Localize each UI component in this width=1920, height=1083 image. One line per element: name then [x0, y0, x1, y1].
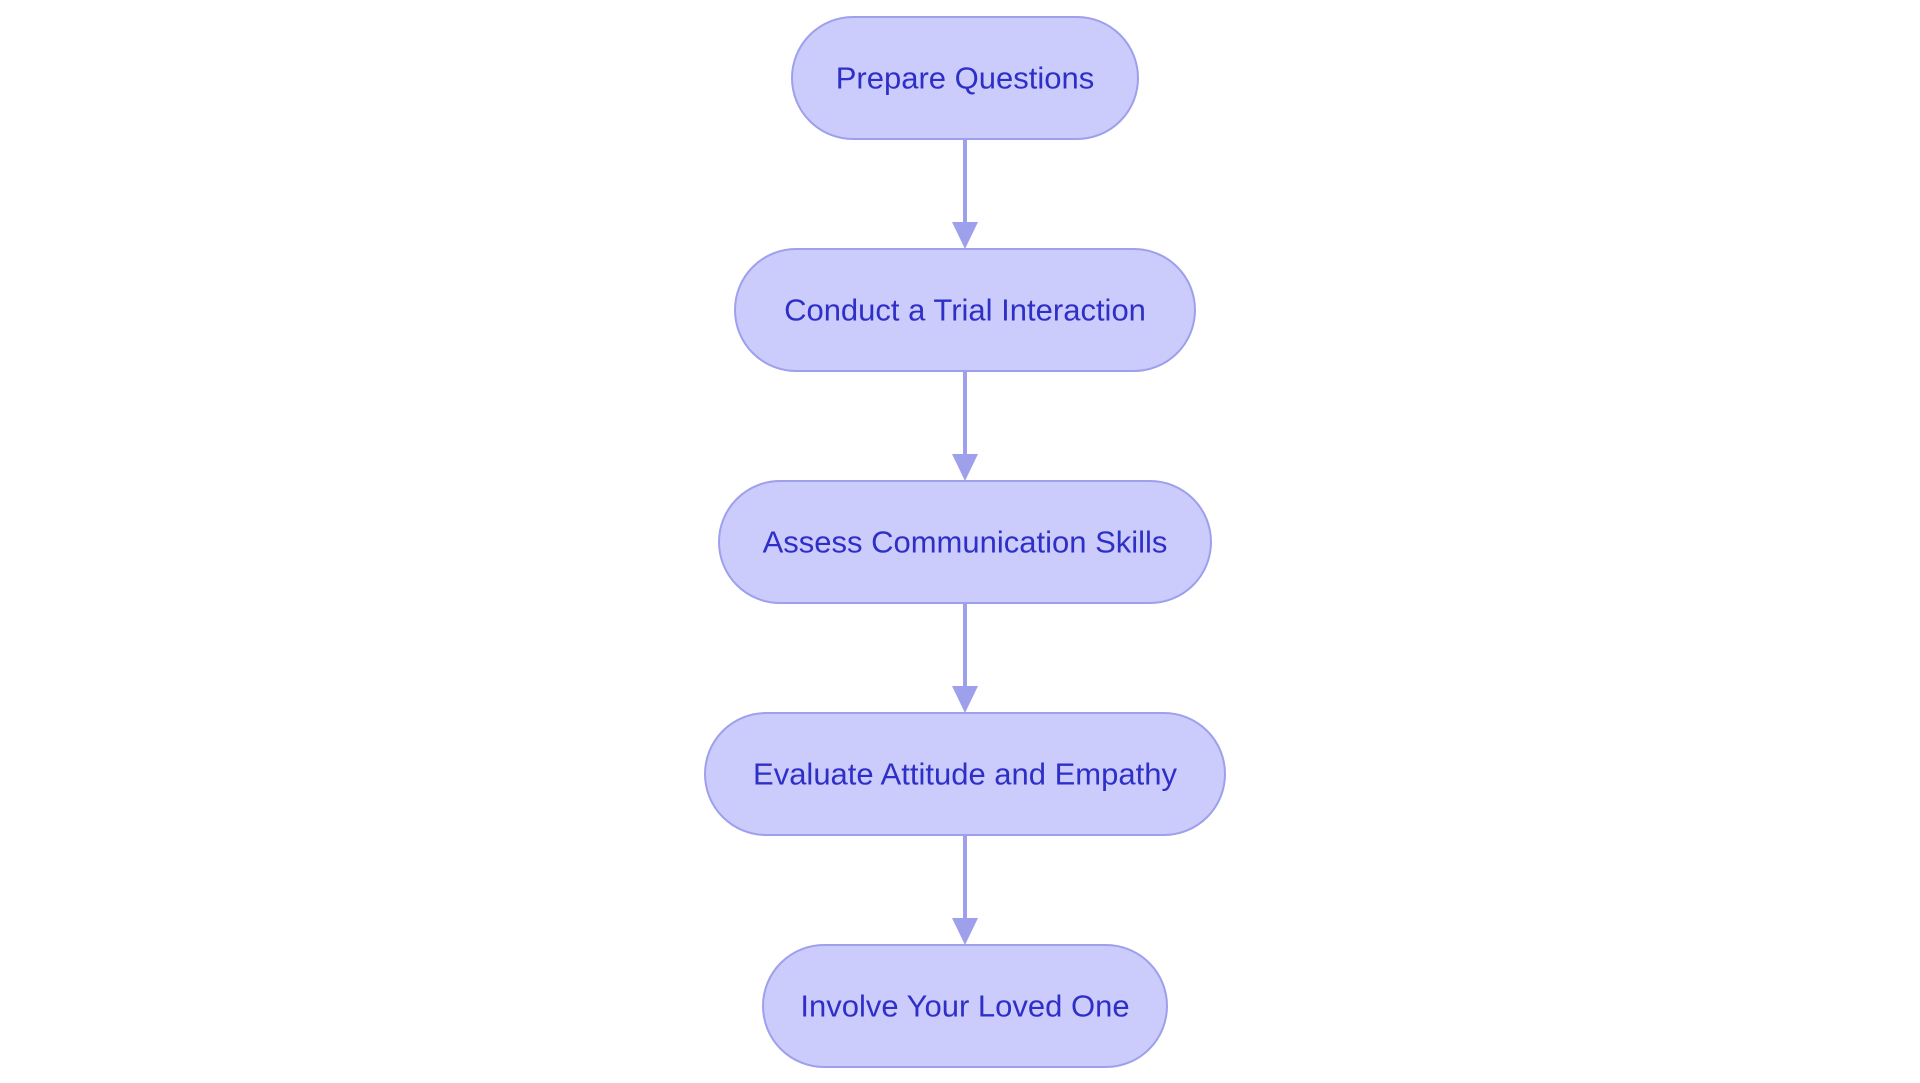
step-node-label: Involve Your Loved One [800, 989, 1129, 1024]
step-node-evaluate-attitude-empathy: Evaluate Attitude and Empathy [704, 712, 1226, 836]
step-node-shape [762, 944, 1168, 1068]
step-node-shape [718, 480, 1212, 604]
step-node-prepare-questions: Prepare Questions [791, 16, 1139, 140]
edge-2 [952, 604, 978, 713]
step-node-shape [734, 248, 1196, 372]
step-node-shape [791, 16, 1139, 140]
edge-0 [952, 140, 978, 249]
step-node-label: Assess Communication Skills [763, 525, 1168, 560]
step-node-label: Prepare Questions [836, 61, 1094, 96]
step-node-conduct-trial-interaction: Conduct a Trial Interaction [734, 248, 1196, 372]
step-node-assess-communication-skills: Assess Communication Skills [718, 480, 1212, 604]
step-node-label: Evaluate Attitude and Empathy [753, 757, 1177, 792]
step-node-label: Conduct a Trial Interaction [784, 293, 1146, 328]
edge-1 [952, 372, 978, 481]
step-node-shape [704, 712, 1226, 836]
edge-3 [952, 836, 978, 945]
step-node-involve-loved-one: Involve Your Loved One [762, 944, 1168, 1068]
